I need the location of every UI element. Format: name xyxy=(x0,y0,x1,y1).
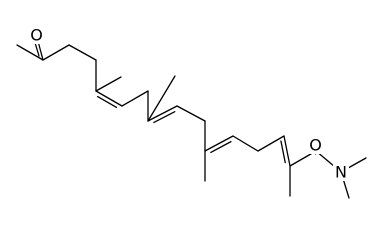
carbon-chain-bond-double xyxy=(204,135,234,152)
carbon-chain-bond-double xyxy=(147,105,178,122)
carbon-chain-bond-double xyxy=(95,90,123,107)
amide-oxygen-atom: O xyxy=(308,136,323,155)
bond-layer xyxy=(16,40,367,199)
ketone-co-bond xyxy=(37,42,44,61)
carbon-chain-bond xyxy=(121,90,149,107)
ketone-oxygen-atom: O xyxy=(29,26,44,45)
carbon-chain-bond-double xyxy=(283,135,291,167)
carbon-chain-bond-double-inner xyxy=(96,95,118,109)
carbon-chain-bond xyxy=(42,44,70,61)
methyl-ketone-bond xyxy=(16,44,44,61)
carbon-chain-bond-double-inner xyxy=(210,140,232,154)
carbon-chain-bond xyxy=(232,135,259,152)
amide-nitrogen-atom: N xyxy=(333,163,349,182)
carbon-chain-bond-double-inner xyxy=(280,140,286,164)
carbon-chain-bond xyxy=(257,135,285,152)
carbon-chain-bond xyxy=(147,75,176,122)
amide-nitrogen-label: N xyxy=(335,163,347,182)
ketone-oxygen-label: O xyxy=(30,26,43,45)
amide-oxygen-label: O xyxy=(309,136,322,155)
skeletal-formula: O O N xyxy=(16,26,367,199)
carbon-chain-bond xyxy=(68,44,97,61)
carbon-chain-bond-double-inner xyxy=(153,111,176,124)
carbon-chain-bond xyxy=(176,105,206,122)
carbon-chain-bond xyxy=(95,76,122,92)
